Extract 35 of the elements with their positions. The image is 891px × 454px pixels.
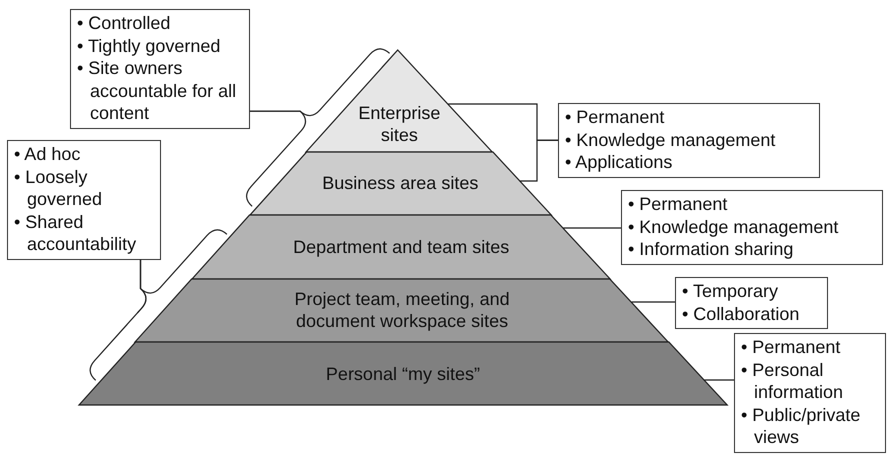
bullet-item: • Knowledge management — [628, 216, 840, 238]
bullet-item: • Shared accountability — [14, 210, 138, 256]
tier-label: Business area sites — [322, 172, 478, 194]
callout-box — [70, 9, 250, 128]
tier-label: Enterprise sites — [357, 102, 442, 146]
tier-label: Project team, meeting, and document workspace sites — [294, 288, 511, 332]
bullet-item: • Applications — [565, 151, 674, 174]
bullet-item: • Public/private views — [741, 404, 862, 448]
connector-line — [632, 301, 675, 303]
bullet-item: • Ad hoc — [14, 143, 82, 166]
curly-brace-connector — [140, 229, 228, 294]
bullet-item: • Permanent — [741, 336, 842, 358]
bullet-item: • Temporary — [682, 280, 780, 302]
bullet-item: • Controlled — [77, 12, 172, 34]
bullet-item: • Site owners accountable for all content — [77, 57, 238, 124]
callout-box — [558, 103, 820, 178]
callout-box — [675, 277, 828, 329]
bullet-item: • Tightly governed — [77, 34, 222, 57]
callout-box — [621, 190, 883, 264]
connector-line — [704, 379, 734, 381]
bullet-item: • Information sharing — [628, 238, 794, 260]
curly-brace-connector — [246, 110, 306, 207]
curly-brace-connector — [90, 260, 147, 381]
bullet-item: • Loosely governed — [14, 166, 104, 210]
tier-label: Department and team sites — [293, 236, 510, 258]
connector-line — [563, 227, 621, 229]
bullet-item: • Collaboration — [682, 302, 800, 325]
connector-line — [519, 140, 558, 182]
bullet-item: • Permanent — [628, 193, 728, 216]
bullet-item: • Knowledge management — [565, 128, 776, 151]
bullet-item: • Permanent — [565, 106, 666, 128]
tier-label: Personal “my sites” — [326, 363, 480, 385]
callout-box — [7, 140, 161, 260]
bullet-item: • Personal information — [741, 358, 844, 404]
callout-box — [734, 333, 886, 452]
